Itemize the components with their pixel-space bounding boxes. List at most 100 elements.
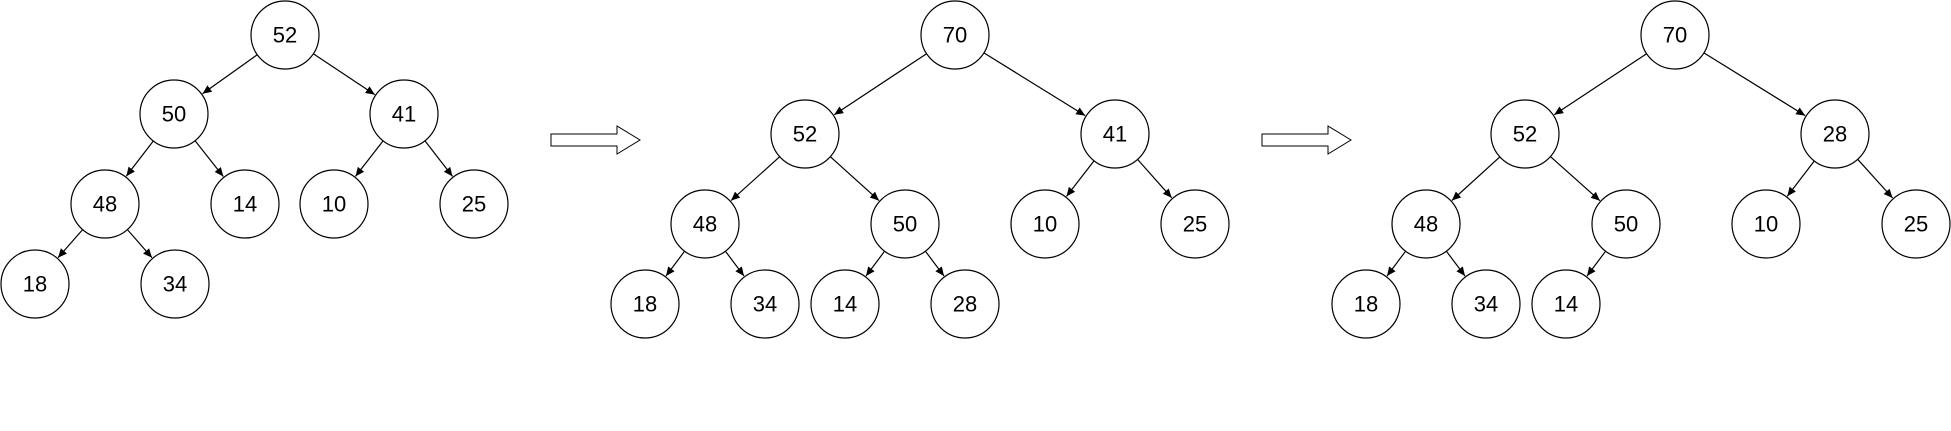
tree-1-node-41: 41: [369, 79, 439, 149]
tree-2-edge-52-to-48: [730, 156, 781, 202]
tree-3-edge-52-to-50: [1550, 156, 1601, 202]
tree-3-edge-28-to-10: [1786, 160, 1815, 197]
node-value: 10: [322, 192, 346, 217]
node-value: 18: [1354, 292, 1378, 317]
node-circle: [210, 169, 280, 239]
node-circle: [1800, 99, 1870, 169]
tree-1-node-18: 18: [0, 249, 70, 319]
node-circle: [250, 0, 320, 70]
tree-1-node-34: 34: [140, 249, 210, 319]
node-value: 48: [1414, 212, 1438, 237]
node-value: 10: [1754, 212, 1778, 237]
node-value: 52: [273, 23, 297, 48]
node-value: 28: [953, 292, 977, 317]
edges-layer: [57, 52, 1894, 277]
tree-2-node-10: 10: [1010, 189, 1080, 259]
node-value: 70: [943, 23, 967, 48]
node-circle: [930, 269, 1000, 339]
node-circle: [770, 99, 840, 169]
tree-1-edge-50-to-14: [194, 140, 224, 177]
node-value: 28: [1823, 122, 1847, 147]
node-value: 41: [392, 102, 416, 127]
tree-2-node-52: 52: [770, 99, 840, 169]
node-value: 18: [633, 292, 657, 317]
node-circle: [610, 269, 680, 339]
tree-3-node-50: 50: [1591, 189, 1661, 259]
node-circle: [1331, 269, 1401, 339]
node-circle: [439, 169, 509, 239]
node-circle: [810, 269, 880, 339]
tree-3-node-18: 18: [1331, 269, 1401, 339]
tree-3-node-25: 25: [1881, 189, 1951, 259]
tree-1-edge-48-to-18: [57, 229, 84, 259]
node-circle: [299, 169, 369, 239]
node-circle: [139, 79, 209, 149]
node-value: 14: [1554, 292, 1578, 317]
tree-3-edge-28-to-25: [1857, 158, 1894, 199]
nodes-layer: 52 50 41 48 14 10 25 18 34 70 52 41 48 50 10 25 18 34 14 28…: [0, 0, 1951, 339]
tree-3-node-34: 34: [1451, 269, 1521, 339]
tree-2-edge-70-to-52: [833, 53, 927, 116]
tree-1-edge-52-to-50: [202, 54, 258, 95]
tree-1-node-10: 10: [299, 169, 369, 239]
node-circle: [1010, 189, 1080, 259]
node-value: 48: [693, 212, 717, 237]
node-circle: [1640, 0, 1710, 70]
tree-2-edge-48-to-34: [724, 250, 745, 277]
tree-2-node-70: 70: [920, 0, 990, 70]
tree-3-edge-48-to-34: [1445, 250, 1466, 277]
tree-1-node-50: 50: [139, 79, 209, 149]
node-value: 50: [893, 212, 917, 237]
node-circle: [870, 189, 940, 259]
tree-2-node-50: 50: [870, 189, 940, 259]
tree-1-edge-41-to-10: [355, 140, 384, 177]
node-circle: [1160, 189, 1230, 259]
node-circle: [369, 79, 439, 149]
node-value: 25: [1904, 212, 1928, 237]
node-value: 41: [1103, 122, 1127, 147]
tree-1-edge-50-to-48: [125, 140, 154, 177]
node-circle: [1451, 269, 1521, 339]
node-value: 52: [1513, 122, 1537, 147]
node-circle: [1881, 189, 1951, 259]
node-value: 52: [793, 122, 817, 147]
tree-2-node-25: 25: [1160, 189, 1230, 259]
node-value: 34: [1474, 292, 1498, 317]
node-value: 48: [93, 192, 117, 217]
tree-1-node-14: 14: [210, 169, 280, 239]
tree-1-node-48: 48: [70, 169, 140, 239]
node-circle: [1080, 99, 1150, 169]
tree-2-edge-70-to-41: [983, 52, 1086, 117]
tree-2-node-48: 48: [670, 189, 740, 259]
node-value: 18: [23, 272, 47, 297]
tree-2-node-14: 14: [810, 269, 880, 339]
node-value: 14: [833, 292, 857, 317]
node-circle: [1490, 99, 1560, 169]
tree-3-node-52: 52: [1490, 99, 1560, 169]
node-circle: [730, 269, 800, 339]
node-circle: [1391, 189, 1461, 259]
tree-2-node-41: 41: [1080, 99, 1150, 169]
node-value: 25: [462, 192, 486, 217]
node-circle: [70, 169, 140, 239]
tree-2-edge-41-to-10: [1066, 160, 1095, 197]
tree-2-node-34: 34: [730, 269, 800, 339]
tree-3-node-48: 48: [1391, 189, 1461, 259]
node-circle: [140, 249, 210, 319]
tree-2-edge-52-to-50: [829, 156, 880, 202]
tree-3-edge-70-to-52: [1553, 53, 1647, 116]
node-value: 70: [1663, 23, 1687, 48]
node-value: 50: [1614, 212, 1638, 237]
tree-1-edge-52-to-41: [312, 53, 376, 96]
node-circle: [670, 189, 740, 259]
tree-3-node-10: 10: [1731, 189, 1801, 259]
node-value: 34: [163, 272, 187, 297]
node-value: 50: [162, 102, 186, 127]
node-circle: [920, 0, 990, 70]
node-value: 14: [233, 192, 257, 217]
node-circle: [0, 249, 70, 319]
tree-2-edge-41-to-25: [1137, 159, 1173, 199]
tree-1-node-52: 52: [250, 0, 320, 70]
node-circle: [1591, 189, 1661, 259]
